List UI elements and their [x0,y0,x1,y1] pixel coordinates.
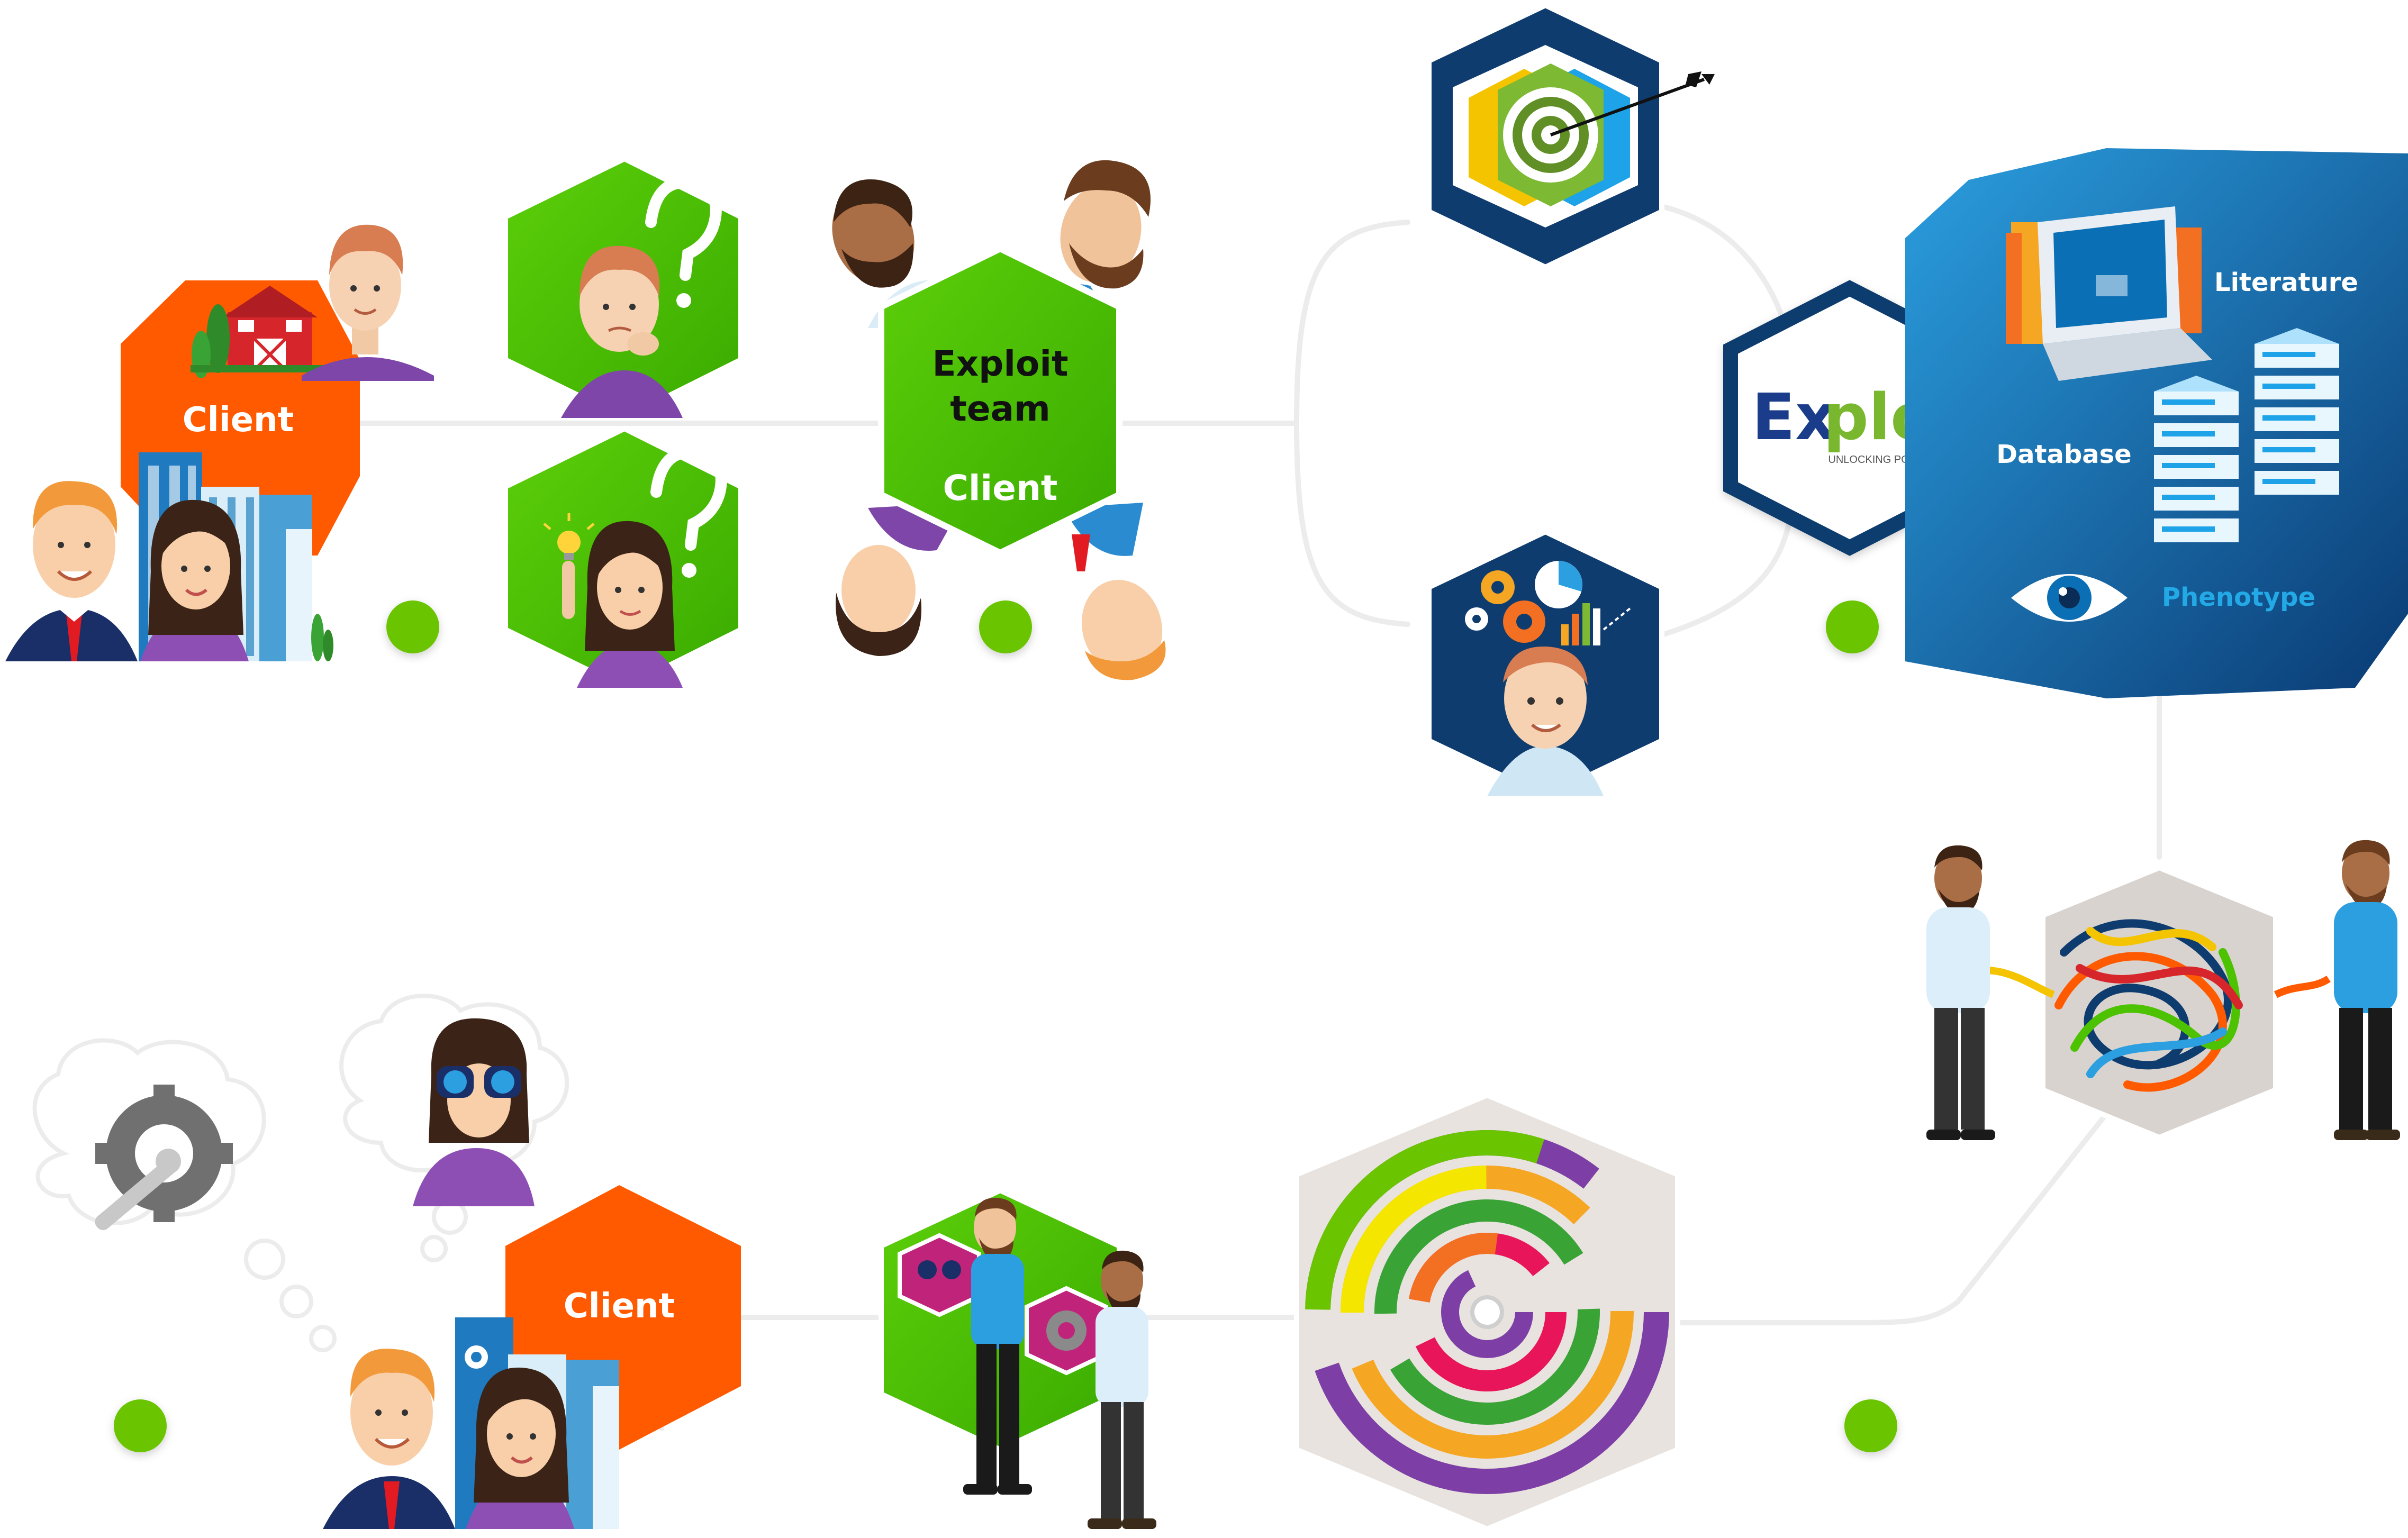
laptop-books-icon [2006,206,2212,381]
exploit-team-label-line1: Exploit [932,343,1068,384]
question-mark-icon [645,176,722,281]
client-label-bottom: Client [564,1287,675,1326]
gears-icon [1465,570,1545,643]
thinking-man-avatar [561,245,683,418]
database-label: Database [1996,440,2131,469]
tangle-group [1926,840,2400,1141]
analyst-man-avatar [1487,646,1604,796]
eye-icon [2011,574,2128,622]
tangled-yarn-icon [2054,919,2243,1092]
step-dot-5 [1844,1399,1897,1452]
connector-branch-up [1294,220,1410,426]
step-dot-4 [114,1399,167,1452]
connector-branch-down [1294,421,1410,627]
phenotype-label: Phenotype [2162,583,2315,612]
step-dot-2 [979,600,1032,653]
presenter-man-right [1088,1250,1156,1529]
team-man-bottom-right [1064,503,1166,680]
presentation-group [879,1187,1156,1529]
step-dot-3 [1826,600,1879,653]
connector-to-logo-up [1659,204,1791,341]
presenter-man-left [963,1197,1032,1495]
target-arrow-icon [1503,71,1715,183]
wrench-gear-icon [95,1085,233,1231]
connector-tangle-to-maze [1559,1098,2120,1325]
client-label-top: Client [183,401,294,440]
connector-lines [347,204,2162,1431]
man-pulling-right [2334,840,2400,1140]
literature-label: Literature [2214,268,2358,297]
client-label-mid: Client [943,468,1058,508]
server-icon [2154,328,2339,542]
man-avatar-client-bottom [323,1349,455,1529]
binoculars-mini-hexagon [898,1233,981,1317]
question-group [503,156,744,691]
client-group-top: Client [5,224,434,661]
target-group [1426,2,1715,270]
farm-barn-icon [191,286,328,378]
exploit-team-hexagon [878,245,1122,557]
connector-to-logo-down [1659,521,1791,638]
rope-right [2274,976,2331,998]
man-pulling-left [1926,845,1995,1140]
binoculars-icon [413,1018,535,1206]
man-avatar-client [5,481,138,661]
exploit-team-group: Exploit team Client [832,160,1166,680]
logo-text-ex: Ex [1752,381,1836,454]
maze-icon [1305,1130,1669,1494]
exploit-team-label-line2: team [950,388,1051,429]
question-mark-icon-2 [650,446,727,551]
data-sources-group: Literature [1905,148,2408,698]
step-dot-1 [386,600,439,653]
woman-avatar-client-bottom [466,1367,574,1529]
man-avatar-top [302,224,434,381]
chart-icon [1535,561,1631,645]
client-group-bottom: Client [32,994,741,1529]
woman-avatar-client [140,499,249,661]
lightbulb-icon [543,513,595,560]
team-woman-bottom-left [836,503,963,656]
maze-group [1294,1092,1680,1532]
analysis-group [1426,529,1664,799]
thinking-woman-avatar [562,521,683,688]
